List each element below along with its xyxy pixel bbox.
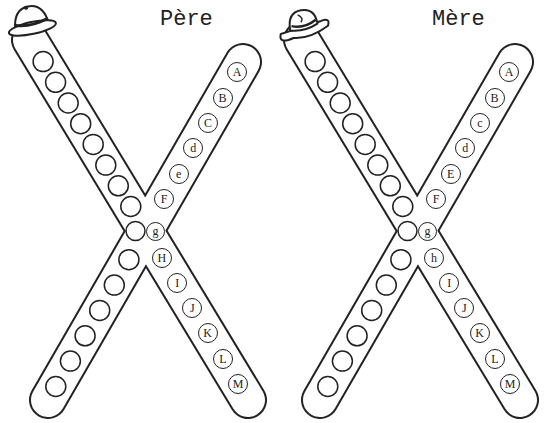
letter-circle: H <box>152 248 172 268</box>
circle-letter: K <box>475 327 484 339</box>
circle-letter: A <box>233 66 242 78</box>
letter-circle: I <box>167 273 187 293</box>
letter-circle: K <box>470 323 490 343</box>
circle-letter: h <box>431 252 437 264</box>
letter-circle: M <box>228 374 248 394</box>
letter-circle: e <box>169 164 189 184</box>
circle-letter: K <box>203 327 212 339</box>
parent-title: Père <box>160 8 213 32</box>
circle-letter: J <box>190 302 195 314</box>
circle-letter: d <box>190 142 196 154</box>
circle-letter: F <box>161 193 168 205</box>
circle-letter: c <box>477 117 482 129</box>
circle-letter: B <box>218 92 226 104</box>
circle-letter: H <box>158 252 167 264</box>
circle-letter: e <box>176 168 181 180</box>
bowler-hat <box>4 0 57 38</box>
letter-circle: B <box>485 88 505 108</box>
letter-circle: J <box>182 298 202 318</box>
letter-circle: B <box>213 88 233 108</box>
circle-letter: L <box>491 353 498 365</box>
letter-circle: C <box>198 113 218 133</box>
circle-letter: B <box>490 92 498 104</box>
letter-circle: J <box>454 298 474 318</box>
letter-circle: A <box>499 62 519 82</box>
circle-letter: L <box>219 353 226 365</box>
letter-circle: M <box>500 374 520 394</box>
letter-circle: c <box>470 113 490 133</box>
circle-letter: A <box>505 66 514 78</box>
letter-circle: F <box>154 189 174 209</box>
circle-letter: g <box>153 225 159 237</box>
circle-letter: J <box>462 302 467 314</box>
letter-circle: g <box>146 222 165 241</box>
letter-circle: d <box>183 138 203 158</box>
circle-letter: I <box>175 277 179 289</box>
letter-circle: E <box>441 164 461 184</box>
letter-circle: d <box>455 138 475 158</box>
circle-letter: d <box>462 142 468 154</box>
circle-letter: I <box>447 277 451 289</box>
x-band-father <box>30 40 248 400</box>
x-figure: PèreA B Cd eFgH I J K L M <box>0 0 272 423</box>
letter-circle: L <box>213 349 233 369</box>
lady-hat <box>276 6 330 41</box>
x-band-mother <box>302 40 520 400</box>
circle-letter: F <box>433 193 440 205</box>
letter-circle: A <box>227 62 247 82</box>
letter-circle: I <box>439 273 459 293</box>
circle-letter: M <box>233 378 244 390</box>
circle-letter: E <box>447 168 454 180</box>
letter-circle: K <box>198 323 218 343</box>
letter-circle: F <box>426 189 446 209</box>
circle-letter: M <box>505 378 516 390</box>
circle-letter: C <box>204 117 212 129</box>
circle-letter: g <box>425 225 431 237</box>
letter-circle: g <box>418 222 437 241</box>
x-figure: MèreA Bc dE Fg hI J K L M <box>272 0 544 423</box>
letter-circle: L <box>485 349 505 369</box>
parent-title: Mère <box>432 8 485 32</box>
letter-circle: h <box>424 248 444 268</box>
